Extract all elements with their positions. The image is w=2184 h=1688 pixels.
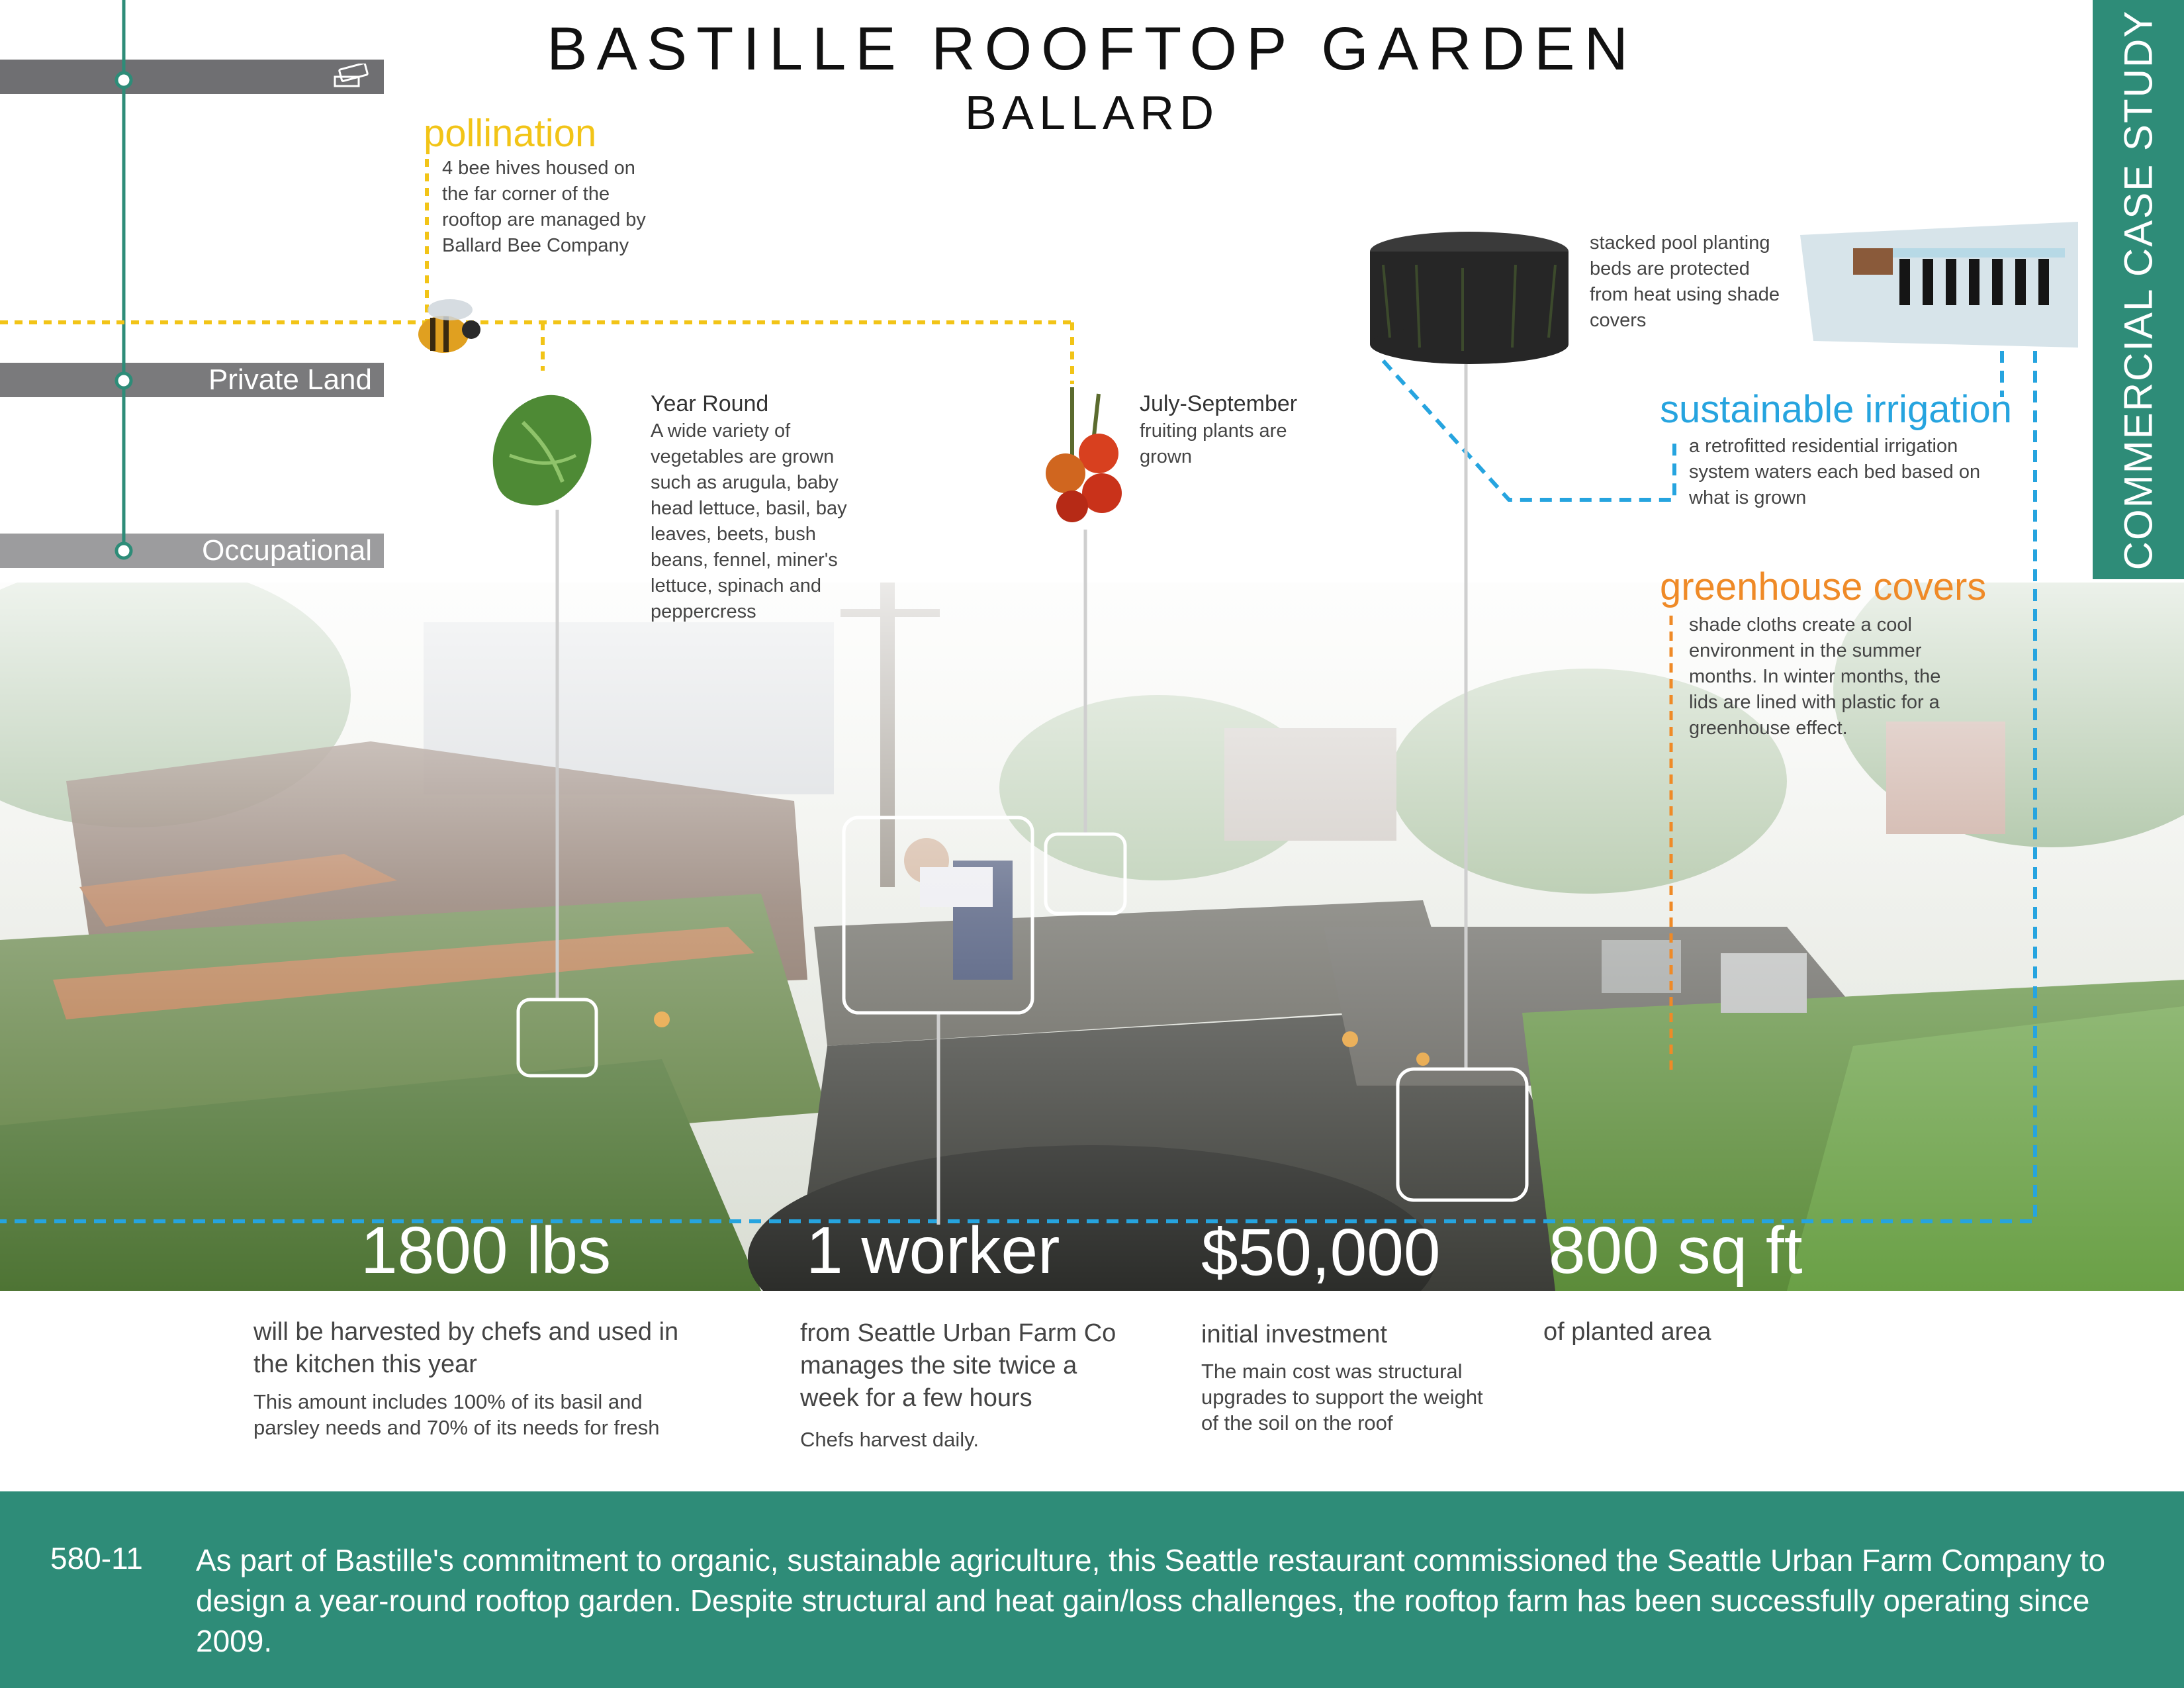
stat-caption-area: of planted area <box>1543 1318 1711 1346</box>
irrigation-heading: sustainable irrigation <box>1660 388 2012 431</box>
page-subtitle: BALLARD <box>964 87 1220 140</box>
greenhouse-text: shade cloths create a cool environment i… <box>1689 614 1941 739</box>
irrigation-manifold-icon <box>1800 222 2078 348</box>
pollination-heading: pollination <box>424 112 597 155</box>
stat-caption-worker: from Seattle Urban Farm Co manages the s… <box>800 1319 1116 1412</box>
lettuce-icon <box>492 395 592 506</box>
july-september-text: fruiting plants are grown <box>1140 420 1287 467</box>
pool-beds-text: stacked pool planting beds are protected… <box>1590 232 1780 331</box>
pollination-text: 4 bee hives housed on the far corner of … <box>442 158 646 256</box>
stat-note-harvest: This amount includes 100% of its basil a… <box>253 1390 660 1439</box>
side-banner: COMMERCIAL CASE STUDY <box>2093 0 2184 579</box>
page-title: BASTILLE ROOFTOP GARDEN <box>547 15 1637 83</box>
july-september-heading: July-September <box>1140 391 1298 416</box>
stat-caption-investment: initial investment <box>1201 1321 1387 1348</box>
stat-caption-harvest: will be harvested by chefs and used in t… <box>253 1318 679 1378</box>
stat-value-harvest: 1800 lbs <box>361 1213 612 1288</box>
year-round-text: A wide variety of vegetables are grown s… <box>651 420 847 622</box>
tomatoes-icon <box>1046 387 1122 522</box>
footer-band: 580-11 As part of Bastille's commitment … <box>0 1491 2184 1688</box>
category-bar-top <box>0 60 384 94</box>
stat-value-area: 800 sq ft <box>1549 1213 1803 1288</box>
footer-summary: As part of Bastille's commitment to orga… <box>196 1543 2106 1658</box>
category-bar-occupational: Occupational <box>0 534 384 568</box>
stat-note-worker: Chefs harvest daily. <box>800 1428 979 1451</box>
category-bar-private-land: Private Land <box>0 363 384 397</box>
greenhouse-heading: greenhouse covers <box>1660 565 1987 608</box>
stat-value-worker: 1 worker <box>806 1213 1060 1288</box>
cash-icon <box>334 64 369 87</box>
irrigation-text: a retrofitted residential irrigation sys… <box>1689 436 1981 508</box>
stat-note-investment: The main cost was structural upgrades to… <box>1201 1360 1483 1434</box>
course-code: 580-11 <box>50 1541 143 1575</box>
stat-value-investment: $50,000 <box>1201 1215 1441 1289</box>
pool-planter-icon <box>1370 232 1569 364</box>
year-round-heading: Year Round <box>651 391 769 416</box>
bee-icon <box>418 299 480 353</box>
